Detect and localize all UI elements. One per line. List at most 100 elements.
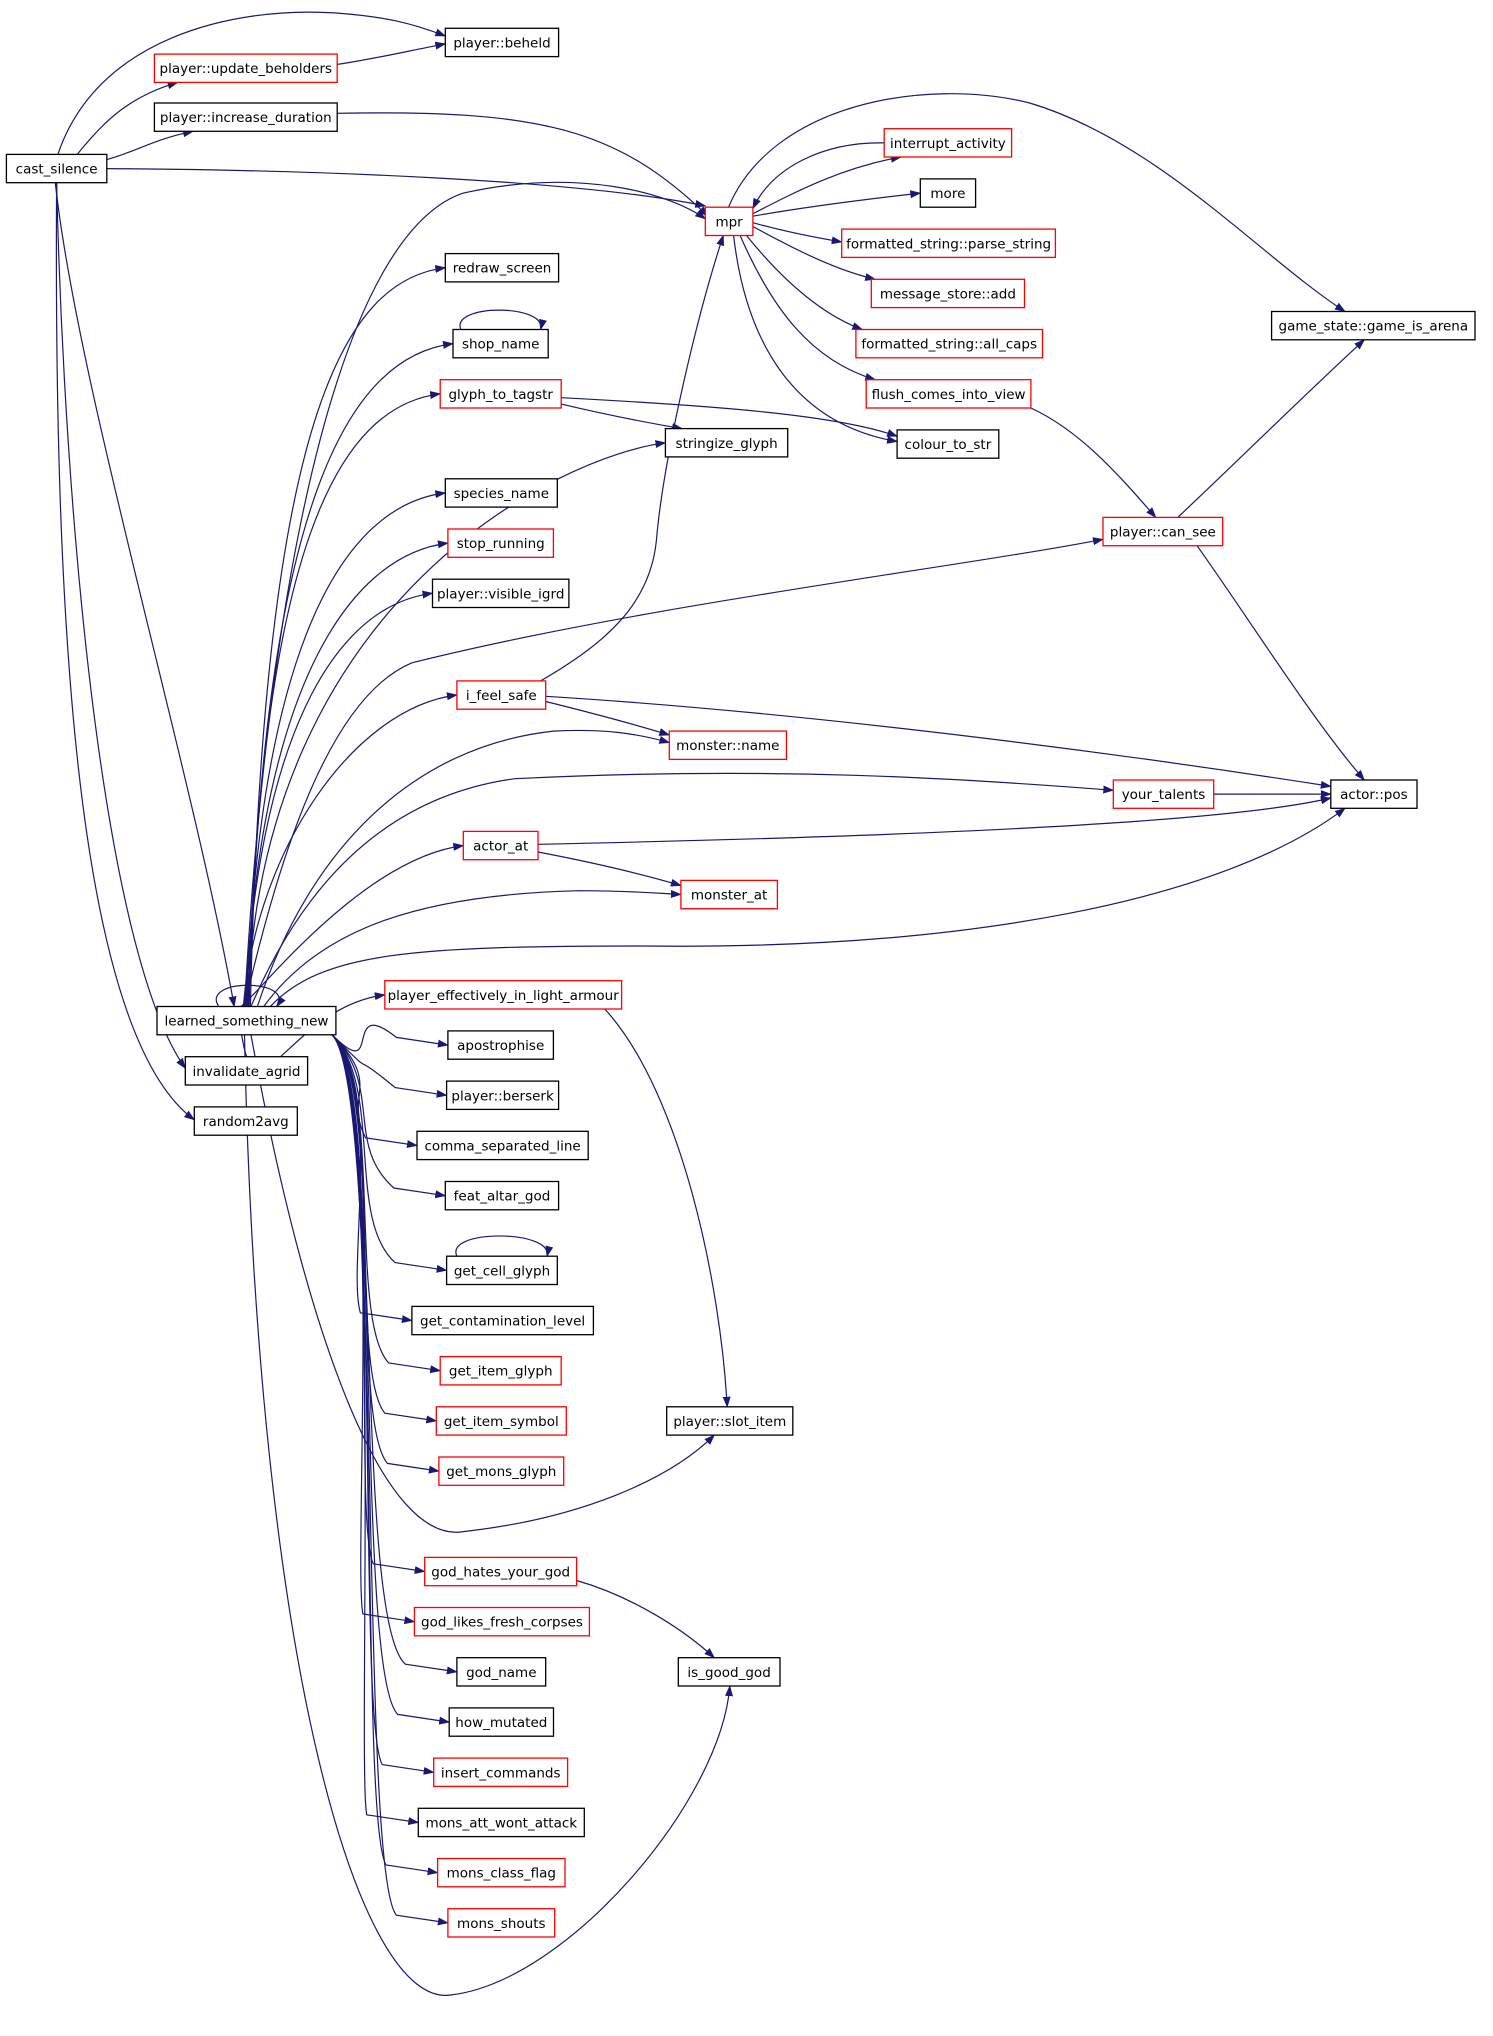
call-edge — [245, 540, 449, 1007]
node-visible-igrd[interactable]: player::visible_igrd — [431, 578, 570, 609]
node-label: cast_silence — [16, 162, 98, 178]
node-contamination[interactable]: get_contamination_level — [411, 1305, 595, 1336]
node-label: get_item_glyph — [449, 1364, 553, 1380]
node-colour-to-str[interactable]: colour_to_str — [896, 429, 1000, 459]
node-interrupt-activity[interactable]: interrupt_activity — [883, 128, 1013, 158]
node-glyph-to-tagstr[interactable]: glyph_to_tagstr — [439, 379, 562, 409]
node-actor-pos[interactable]: actor::pos — [1330, 779, 1418, 809]
node-your-talents[interactable]: your_talents — [1112, 779, 1215, 809]
node-label: flush_comes_into_view — [872, 387, 1026, 403]
call-edge — [106, 129, 195, 161]
node-god-name[interactable]: god_name — [456, 1657, 547, 1687]
call-edge — [537, 851, 682, 887]
node-mons-shouts[interactable]: mons_shouts — [447, 1908, 556, 1938]
node-berserk[interactable]: player::berserk — [445, 1080, 560, 1111]
call-edge — [1030, 407, 1157, 519]
node-can-see[interactable]: player::can_see — [1102, 516, 1224, 547]
node-box — [883, 128, 1013, 158]
call-edge — [246, 440, 667, 1007]
node-beheld[interactable]: player::beheld — [444, 27, 560, 58]
call-edge — [246, 490, 447, 1007]
call-edge — [752, 225, 877, 281]
call-edge — [57, 11, 447, 155]
node-actor-at[interactable]: actor_at — [462, 830, 539, 861]
node-box — [153, 53, 338, 84]
node-label: actor::pos — [1340, 787, 1408, 803]
node-label: actor_at — [473, 839, 528, 855]
node-light-armour[interactable]: player_effectively_in_light_armour — [384, 980, 623, 1010]
call-edge — [733, 235, 899, 444]
call-edge — [331, 1034, 447, 1199]
node-more[interactable]: more — [919, 178, 977, 208]
node-label: get_item_symbol — [444, 1414, 559, 1430]
node-wont-attack[interactable]: mons_att_wont_attack — [417, 1807, 585, 1838]
node-stop-running[interactable]: stop_running — [447, 528, 555, 558]
node-apostrophise[interactable]: apostrophise — [447, 1030, 555, 1060]
node-mpr[interactable]: mpr — [704, 206, 754, 237]
call-edge — [752, 222, 843, 245]
call-edge — [249, 264, 447, 1007]
node-slot-item[interactable]: player::slot_item — [666, 1406, 794, 1436]
node-box — [445, 1080, 560, 1111]
node-increase-duration[interactable]: player::increase_duration — [153, 102, 338, 132]
node-god-hates[interactable]: god_hates_your_god — [424, 1556, 578, 1587]
node-label: apostrophise — [457, 1038, 544, 1054]
node-label: species_name — [454, 486, 549, 502]
node-god-likes[interactable]: god_likes_fresh_corpses — [413, 1606, 591, 1637]
node-box — [411, 1305, 595, 1336]
node-game-is-arena[interactable]: game_state::game_is_arena — [1270, 310, 1476, 341]
node-update-beholders[interactable]: player::update_beholders — [153, 53, 338, 84]
node-get-item-symbol[interactable]: get_item_symbol — [435, 1406, 567, 1436]
call-edge — [752, 190, 922, 217]
node-box — [413, 1606, 591, 1637]
node-how-mutated[interactable]: how_mutated — [448, 1707, 555, 1737]
node-box — [444, 1180, 560, 1211]
node-label: interrupt_activity — [890, 136, 1006, 152]
node-all-caps[interactable]: formatted_string::all_caps — [855, 328, 1044, 359]
node-invalidate-agrid[interactable]: invalidate_agrid — [184, 1056, 309, 1086]
node-stringize-glyph[interactable]: stringize_glyph — [664, 427, 789, 458]
node-label: formatted_string::parse_string — [846, 236, 1051, 252]
call-edge — [545, 695, 1332, 789]
node-box — [855, 328, 1044, 359]
node-msg-add[interactable]: message_store::add — [870, 278, 1026, 309]
node-box — [677, 1657, 781, 1687]
node-parse-string[interactable]: formatted_string::parse_string — [841, 228, 1057, 259]
node-random2avg[interactable]: random2avg — [193, 1106, 298, 1136]
node-mons-class-flag[interactable]: mons_class_flag — [436, 1857, 566, 1888]
call-edge — [576, 1579, 716, 1659]
node-monster-at[interactable]: monster_at — [680, 879, 779, 910]
node-box — [664, 427, 789, 458]
node-cast-silence[interactable]: cast_silence — [5, 153, 108, 184]
node-learned[interactable]: learned_something_new — [156, 1005, 337, 1036]
node-get-item-glyph[interactable]: get_item_glyph — [439, 1355, 562, 1386]
call-edge — [331, 1034, 440, 1474]
node-comma-line[interactable]: comma_separated_line — [416, 1130, 589, 1161]
node-get-mons-glyph[interactable]: get_mons_glyph — [438, 1456, 565, 1486]
node-shop-name[interactable]: shop_name — [452, 328, 549, 359]
node-label: player::berserk — [451, 1088, 554, 1104]
node-label: mons_att_wont_attack — [425, 1816, 577, 1832]
node-label: stringize_glyph — [676, 436, 778, 452]
node-insert-commands[interactable]: insert_commands — [433, 1757, 569, 1788]
node-box — [444, 252, 560, 283]
node-box — [666, 1406, 794, 1436]
node-is-good-god[interactable]: is_good_god — [677, 1657, 781, 1687]
node-label: mons_shouts — [457, 1916, 545, 1932]
node-label: player::update_beholders — [160, 61, 333, 77]
call-edge — [337, 112, 709, 217]
node-feat-altar-god[interactable]: feat_altar_god — [444, 1180, 560, 1211]
node-box — [436, 1857, 566, 1888]
call-edge — [331, 1034, 442, 1374]
node-flush-comes[interactable]: flush_comes_into_view — [865, 379, 1032, 409]
edge-layer — [54, 11, 1366, 1996]
call-edge — [561, 403, 684, 431]
node-get-cell-glyph[interactable]: get_cell_glyph — [445, 1255, 558, 1286]
node-redraw-screen[interactable]: redraw_screen — [444, 252, 560, 283]
node-label: message_store::add — [880, 287, 1016, 303]
node-species-name[interactable]: species_name — [444, 478, 558, 508]
node-monster-name[interactable]: monster::name — [668, 730, 788, 761]
node-label: get_cell_glyph — [454, 1263, 550, 1279]
node-box — [456, 1657, 547, 1687]
node-i-feel-safe[interactable]: i_feel_safe — [456, 680, 547, 710]
